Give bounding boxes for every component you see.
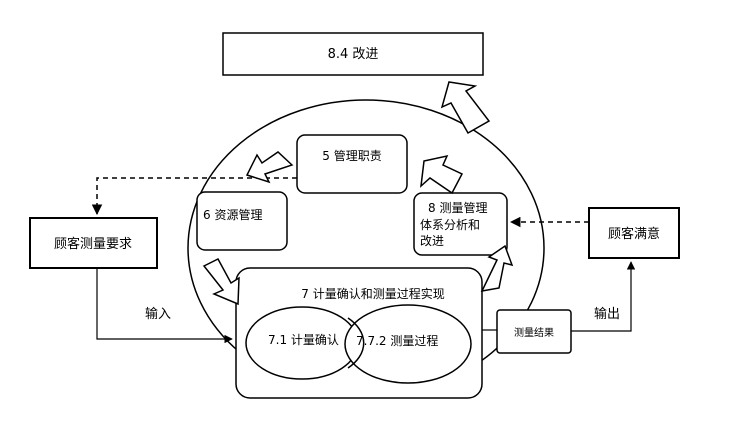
customer-satisfaction-box <box>588 207 680 259</box>
customer-satisfaction-label: 顾客满意 <box>608 226 660 242</box>
measurement-result-label: 测量结果 <box>514 326 554 339</box>
block-arrow-to-resources <box>245 151 294 184</box>
management-responsibility-box <box>296 134 408 194</box>
customer-requirements-label: 顾客测量要求 <box>54 236 132 252</box>
resource-management-box <box>196 191 288 251</box>
block-arrow-to-analysis <box>480 244 514 292</box>
metrological-confirmation-label: 7.1 计量确认 <box>268 333 339 347</box>
output-label: 输出 <box>594 306 620 322</box>
resource-management-label: 6 资源管理 <box>203 207 262 222</box>
measurement-process-ellipse <box>344 304 472 384</box>
analysis-line-3: 改进 <box>420 234 444 248</box>
input-arrow <box>96 268 233 344</box>
dashed-requirements-arrow <box>91 177 297 216</box>
measurement-process-label: 7.7.2 测量过程 <box>356 333 438 348</box>
improvement-label: 8.4 改进 <box>328 47 379 62</box>
block-arrow-to-process <box>202 258 240 306</box>
analysis-line-1: 8 测量管理 <box>428 200 487 215</box>
analysis-line-2: 体系分析和 <box>420 218 480 232</box>
management-responsibility-label: 5 管理职责 <box>322 148 381 163</box>
block-arrow-to-improvement <box>440 81 491 135</box>
process-realization-label: 7 计量确认和测量过程实现 <box>301 286 444 301</box>
input-label: 输入 <box>145 306 171 322</box>
block-arrow-to-management <box>420 154 464 195</box>
improvement-box <box>222 32 484 76</box>
overlap-arc <box>347 317 365 369</box>
customer-requirements-box <box>29 217 158 269</box>
output-arrow <box>571 261 636 332</box>
analysis-improvement-box <box>413 192 508 256</box>
